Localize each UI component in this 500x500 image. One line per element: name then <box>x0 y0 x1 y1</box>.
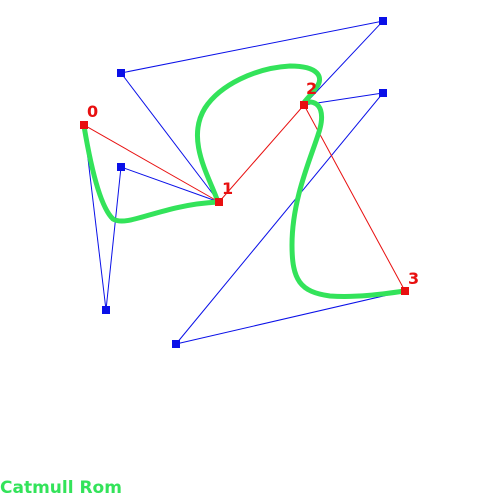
tangent-handle[interactable] <box>117 69 125 77</box>
tangent-handle[interactable] <box>379 89 387 97</box>
control-point[interactable] <box>401 287 409 295</box>
handle-line <box>175 92 384 345</box>
handle-line <box>120 72 220 203</box>
tangent-handle[interactable] <box>172 340 180 348</box>
tangent-handles[interactable] <box>102 17 387 348</box>
point-label-2: 2 <box>306 79 317 98</box>
control-point[interactable] <box>80 121 88 129</box>
control-point[interactable] <box>300 101 308 109</box>
point-label-0: 0 <box>87 102 98 121</box>
control-polygon-segment <box>83 124 220 203</box>
control-point[interactable] <box>215 198 223 206</box>
tangent-handle-lines <box>83 20 406 345</box>
tangent-handle[interactable] <box>102 306 110 314</box>
handle-line <box>175 290 406 345</box>
handle-line <box>120 20 384 74</box>
control-polygon <box>83 104 406 292</box>
tangent-handle[interactable] <box>379 17 387 25</box>
handle-line <box>303 20 384 106</box>
handle-line <box>105 166 122 311</box>
handle-line <box>120 166 220 203</box>
point-label-3: 3 <box>408 269 419 288</box>
algorithm-caption: Catmull Rom <box>0 478 122 498</box>
catmull-rom-curve <box>81 63 408 299</box>
tangent-handle[interactable] <box>117 163 125 171</box>
control-polygon-segment <box>303 104 406 292</box>
control-point-labels: 0 1 2 3 <box>87 79 419 288</box>
control-points[interactable] <box>80 101 409 295</box>
control-polygon-segment <box>218 104 305 203</box>
point-label-1: 1 <box>222 179 233 198</box>
